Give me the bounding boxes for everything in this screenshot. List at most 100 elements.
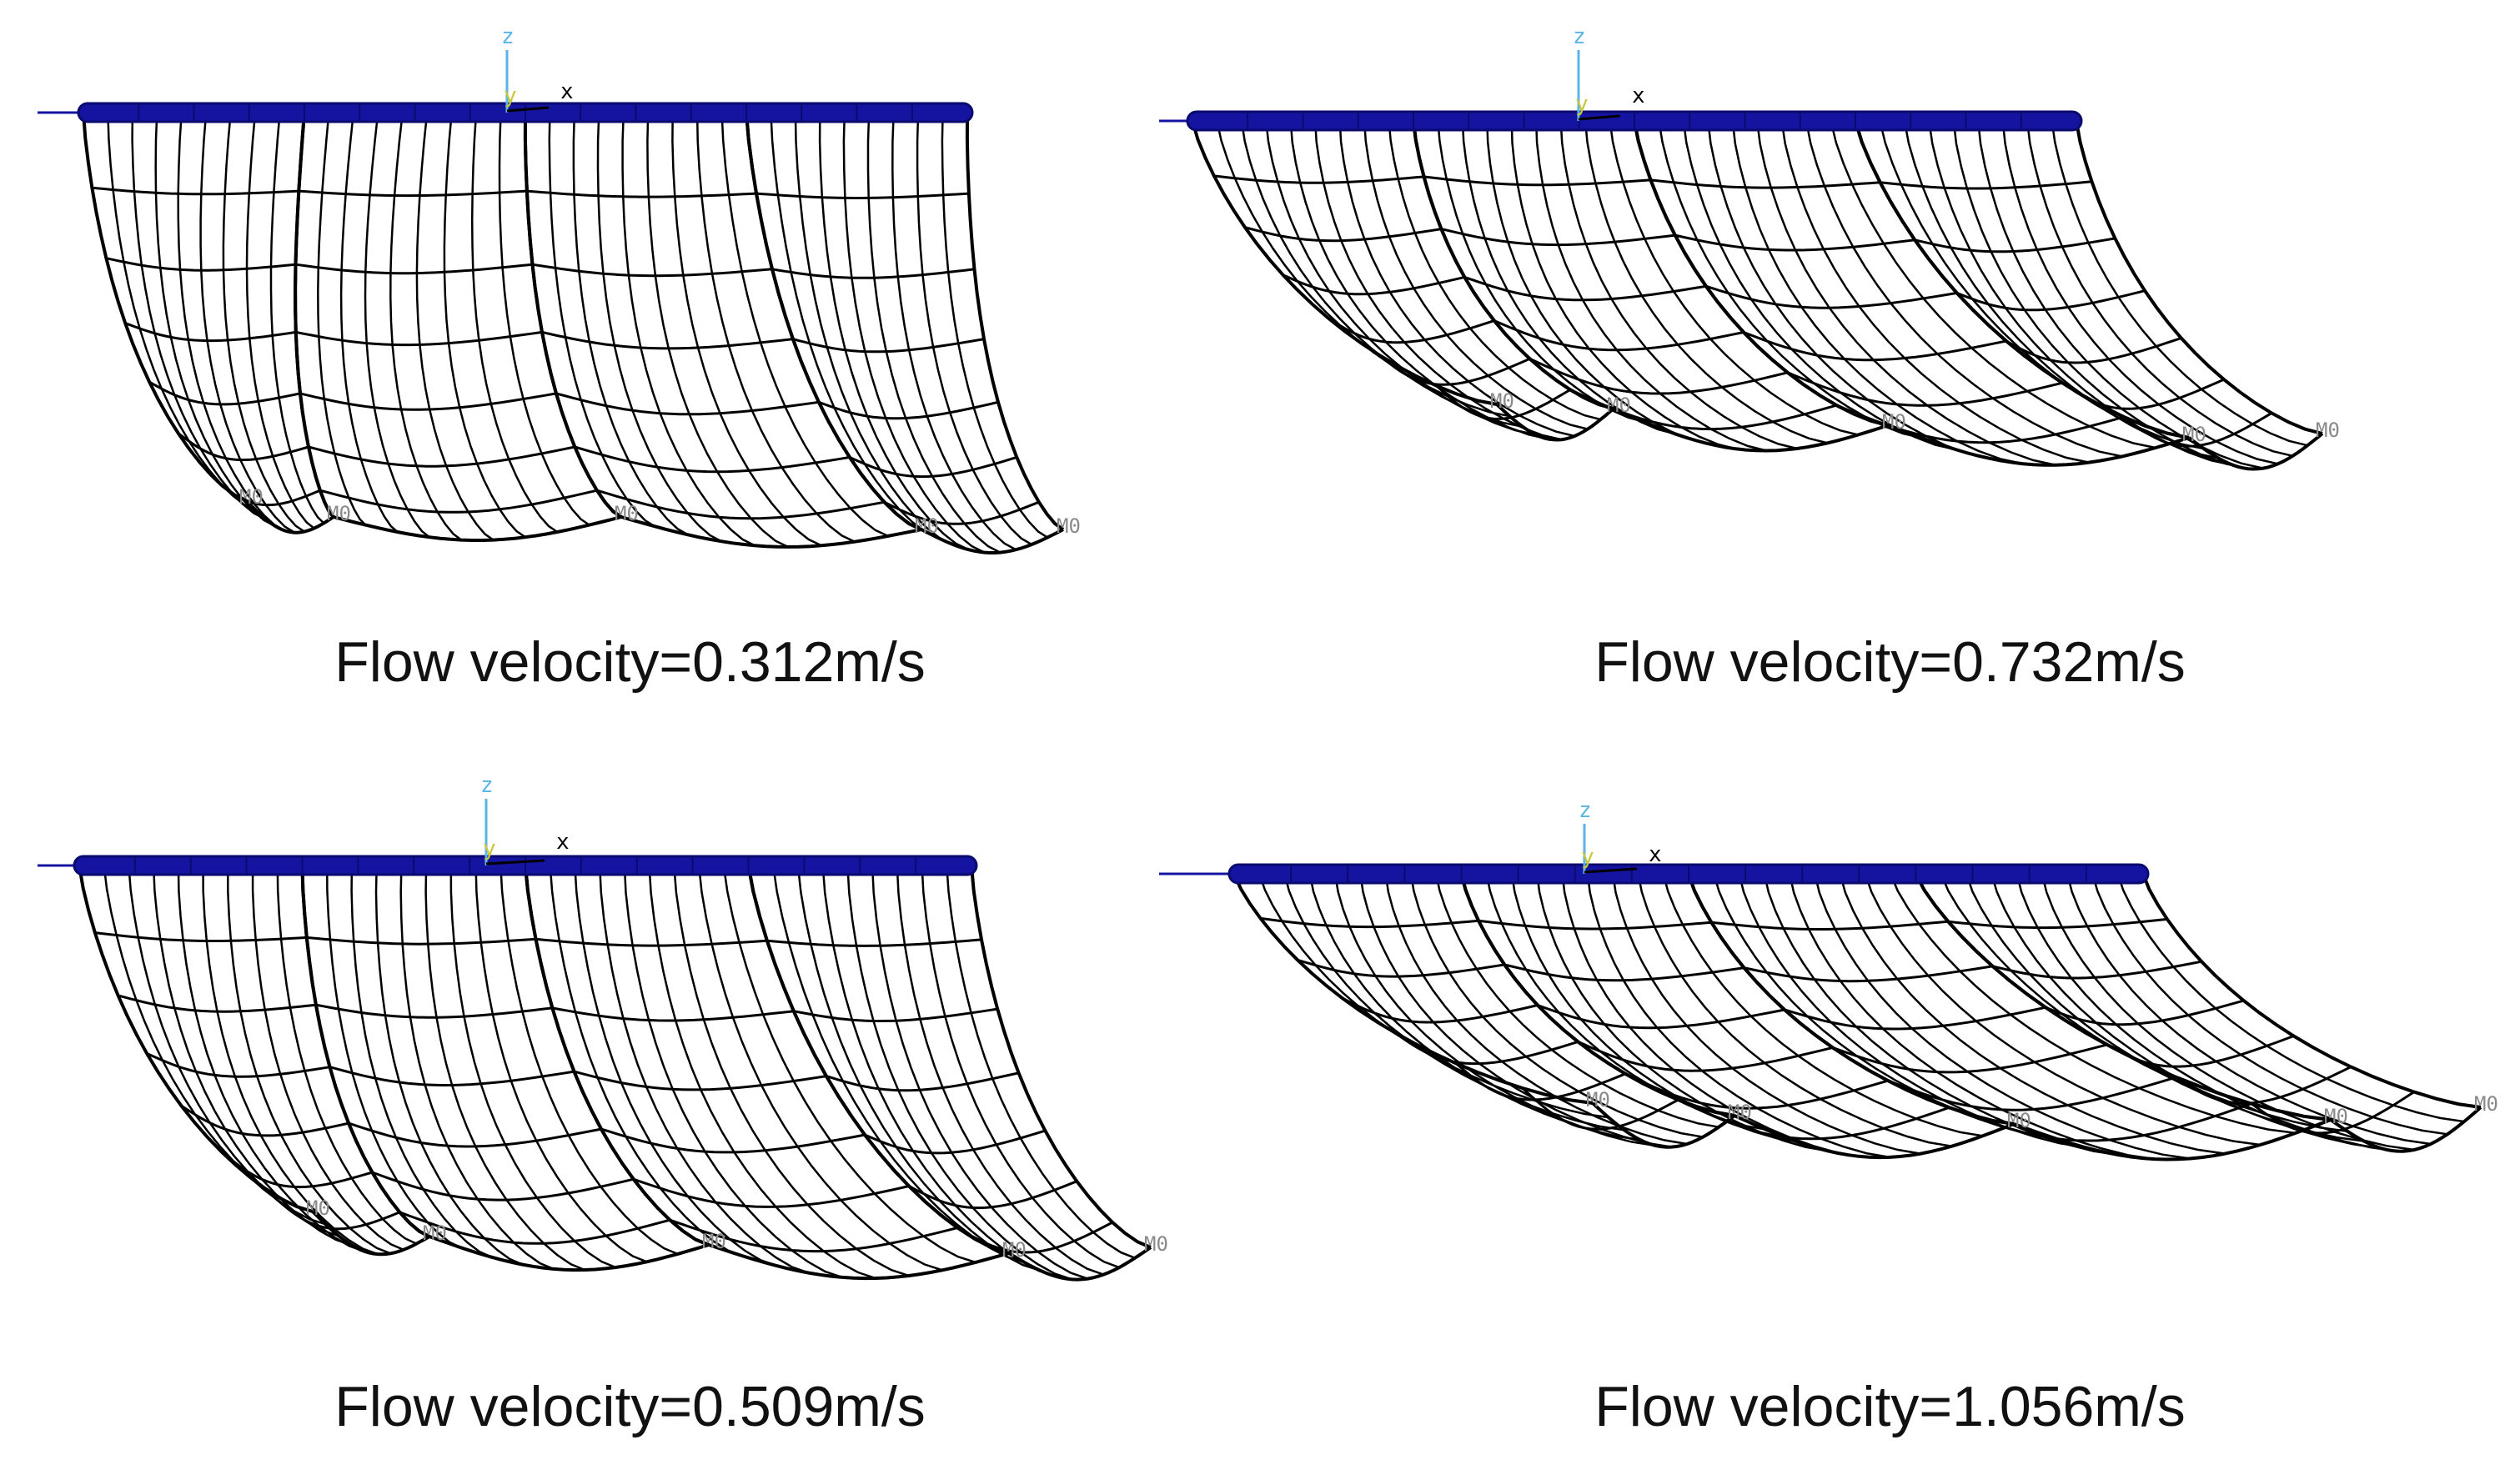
mesh-row-line xyxy=(793,1007,998,1022)
mesh-row-line xyxy=(1992,960,2202,980)
mesh-column-line xyxy=(1662,873,1984,1137)
mesh-column-line xyxy=(1486,120,1706,444)
mesh-row-line xyxy=(148,380,301,406)
mesh-column-line xyxy=(1637,873,1952,1147)
mesh-column-line xyxy=(399,865,555,1271)
mesh-row-line xyxy=(1493,319,1744,352)
mesh-row-line xyxy=(708,1243,1010,1281)
mesh-row-line xyxy=(295,263,533,275)
node-mark-label: M0 xyxy=(1144,1232,1168,1256)
mesh-row-line xyxy=(555,392,820,416)
mesh-row-line xyxy=(124,322,297,343)
mesh-column-line xyxy=(1952,120,2249,470)
net-mesh xyxy=(78,865,1152,1282)
mesh-column-line xyxy=(1313,120,1563,441)
mesh-row-line xyxy=(669,1218,958,1253)
mesh-column-line xyxy=(1738,873,2085,1149)
mesh-row-line xyxy=(329,1066,575,1086)
mesh-row-line xyxy=(1787,371,2063,407)
mesh-row-line xyxy=(1744,965,1993,983)
mesh-column-line xyxy=(621,112,755,547)
mesh-row-line xyxy=(2013,1118,2332,1161)
mesh-column-line xyxy=(1333,873,1656,1147)
mesh-column-line xyxy=(128,865,339,1237)
mesh-column-line xyxy=(1903,120,2219,459)
net-section xyxy=(78,865,430,1257)
panel-caption: Flow velocity=0.509m/s xyxy=(334,1375,926,1438)
x-axis-line xyxy=(485,859,545,865)
mesh-column-line xyxy=(251,865,404,1251)
mesh-column-line xyxy=(871,865,1088,1280)
node-mark-label: M0 xyxy=(2474,1092,2498,1116)
node-mark-label: M0 xyxy=(2007,1109,2031,1132)
net-section xyxy=(1914,873,2482,1153)
mesh-row-line xyxy=(399,1211,670,1245)
mesh-row-line xyxy=(2187,432,2324,471)
mesh-column-line xyxy=(131,112,266,520)
mesh-row-line xyxy=(908,1180,1077,1210)
z-axis-label: z xyxy=(1579,798,1592,823)
mesh-row-line xyxy=(1495,403,1615,442)
section-edge-line xyxy=(745,112,922,531)
mesh-row-line xyxy=(1423,175,1651,187)
mesh-column-line xyxy=(1611,873,1921,1155)
node-mark-label: M0 xyxy=(423,1222,447,1245)
section-edge-line xyxy=(524,865,710,1247)
mesh-column-line xyxy=(1788,873,2156,1161)
mesh-row-line xyxy=(792,338,985,354)
mesh-row-line xyxy=(92,186,299,196)
mesh-row-line xyxy=(526,189,757,198)
mesh-column-line xyxy=(623,865,843,1279)
node-mark-label: M0 xyxy=(306,1197,330,1220)
mesh-row-line xyxy=(1503,963,1744,982)
mesh-column-line xyxy=(154,112,276,528)
mesh-column-line xyxy=(364,112,430,539)
mesh-row-line xyxy=(1521,1086,1679,1131)
mesh-column-line xyxy=(1830,120,2156,449)
y-axis-label: y xyxy=(483,836,496,861)
mesh-column-line xyxy=(771,865,1026,1264)
mesh-row-line xyxy=(1784,1006,2046,1031)
section-edge-line xyxy=(965,112,1065,531)
mesh-row-line xyxy=(883,500,1040,525)
net-section xyxy=(294,112,623,542)
node-mark-label: M0 xyxy=(702,1230,726,1253)
net-section xyxy=(300,865,710,1272)
mesh-row-line xyxy=(429,1235,710,1272)
mesh-column-line xyxy=(866,112,1001,554)
mesh-column-line xyxy=(2041,873,2415,1151)
mesh-column-line xyxy=(671,112,822,547)
y-axis-label: y xyxy=(504,83,517,108)
mesh-column-line xyxy=(1510,120,1737,450)
mesh-column-line xyxy=(598,865,810,1274)
mesh-column-line xyxy=(818,112,970,551)
mesh-row-line xyxy=(299,189,527,198)
section-edge-line xyxy=(300,865,430,1238)
mesh-column-line xyxy=(350,865,492,1258)
mesh-column-line xyxy=(199,112,295,534)
section-edge-line xyxy=(82,112,247,502)
mesh-row-line xyxy=(311,1210,430,1257)
mesh-column-line xyxy=(796,865,1042,1272)
mesh-column-line xyxy=(2015,873,2398,1152)
section-edge-line xyxy=(746,865,1010,1255)
mesh-column-line xyxy=(1536,873,1828,1152)
mesh-row-line xyxy=(1888,424,2190,467)
mesh-column-line xyxy=(821,865,1057,1278)
mesh-row-line xyxy=(574,445,851,474)
node-mark-label: M0 xyxy=(615,502,639,525)
mesh-row-line xyxy=(1244,226,1442,243)
net-mesh xyxy=(82,112,1065,554)
mesh-row-line xyxy=(319,489,598,514)
mesh-column-line xyxy=(1928,120,2234,467)
mesh-column-line xyxy=(842,112,986,554)
node-mark-label: M0 xyxy=(2316,419,2340,442)
mesh-row-line xyxy=(1674,233,1915,252)
mesh-column-line xyxy=(1990,873,2382,1150)
mesh-row-line xyxy=(1342,997,1539,1024)
